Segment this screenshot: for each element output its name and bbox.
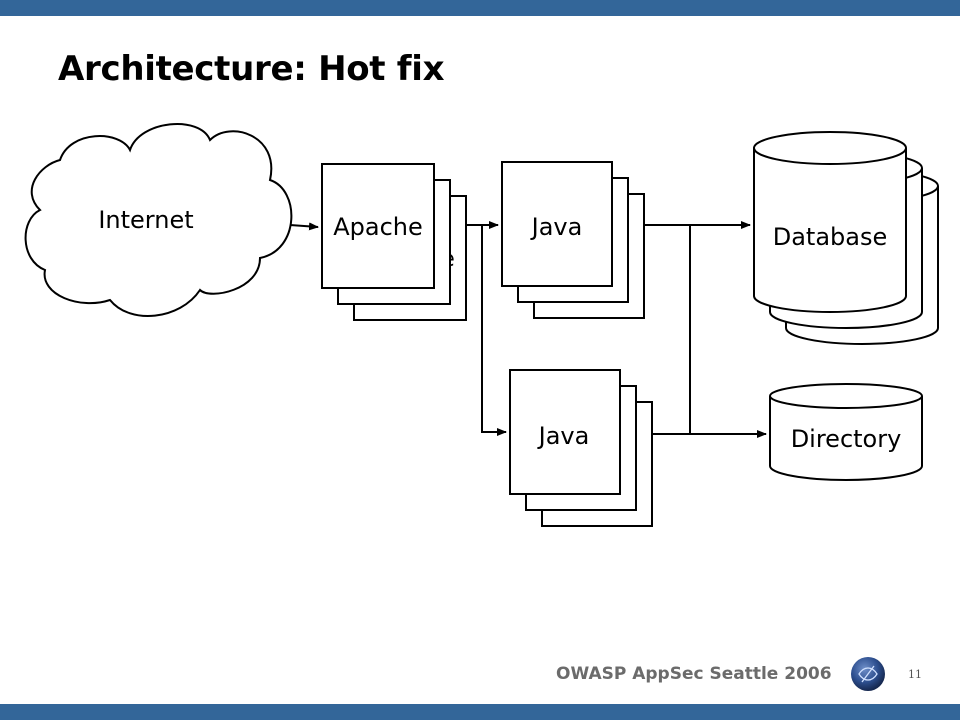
apache-box-front xyxy=(321,163,435,289)
directory-cylinder-top xyxy=(769,383,923,409)
database-label: Database xyxy=(773,223,888,251)
directory-cylinder xyxy=(769,396,923,481)
owasp-globe-icon xyxy=(851,657,885,691)
directory-label: Directory xyxy=(791,425,902,453)
database-stack: Database xyxy=(753,131,939,345)
database-cylinder-front-top xyxy=(753,131,907,165)
arrow-internet-to-apache xyxy=(289,222,319,231)
page-number: 11 xyxy=(908,668,922,681)
java-bottom-box-front xyxy=(509,369,621,495)
java-stack-bottom: Java xyxy=(509,369,653,527)
database-cylinder-front xyxy=(753,148,907,313)
directory-store: Directory xyxy=(769,383,923,481)
apache-stack: e Apache xyxy=(321,163,467,321)
java-top-box-front xyxy=(501,161,613,287)
arrow-apache-to-java-bottom xyxy=(481,225,507,436)
internet-cloud: Internet xyxy=(24,123,293,317)
footer-text: OWASP AppSec Seattle 2006 xyxy=(556,664,832,684)
java-bottom-label: Java xyxy=(537,422,590,450)
internet-label: Internet xyxy=(98,206,193,234)
slide-title: Architecture: Hot fix xyxy=(58,49,445,89)
apache-label: Apache xyxy=(333,213,423,241)
java-stack-top: Java xyxy=(501,161,645,319)
connectors xyxy=(289,221,767,438)
cloud-shape xyxy=(24,123,293,317)
bottom-band xyxy=(0,704,960,720)
top-band xyxy=(0,0,960,16)
java-top-label: Java xyxy=(530,213,583,241)
